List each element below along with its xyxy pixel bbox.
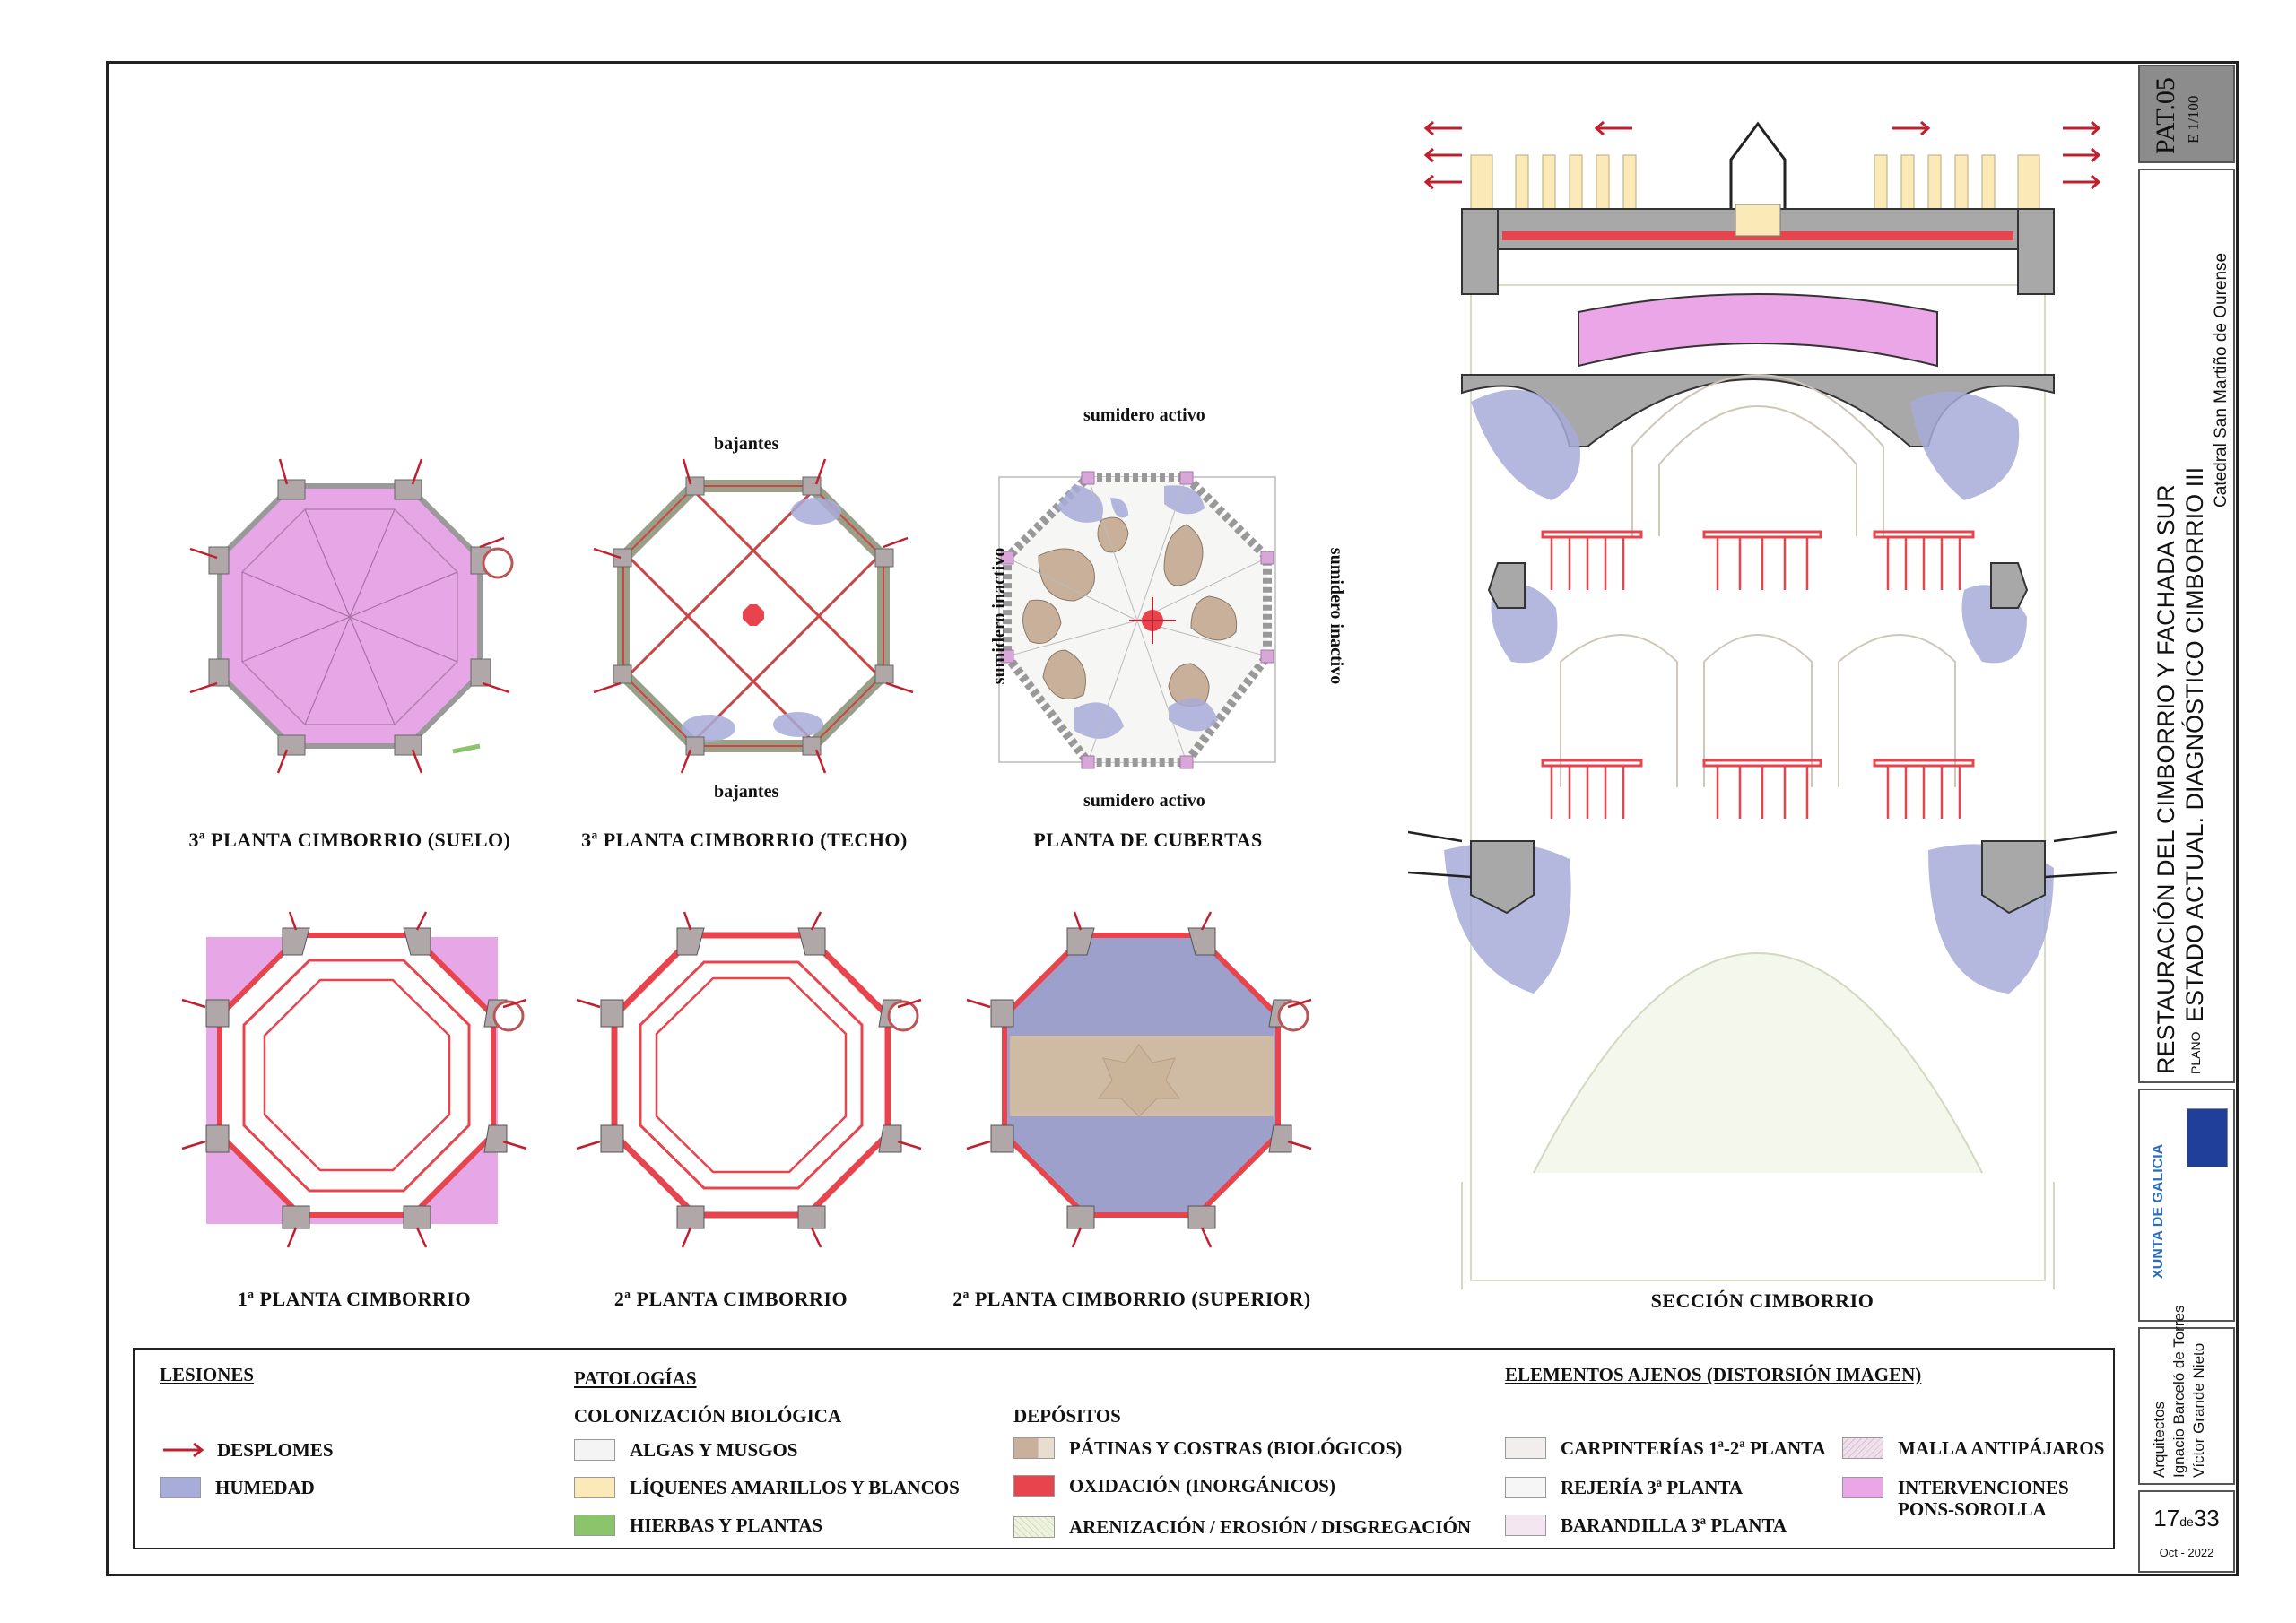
arquitecto-2: Víctor Grande Nieto	[2190, 1342, 2207, 1478]
catedral-name: Catedral San Martiño de Ourense	[2212, 252, 2231, 508]
intervenciones-label: INTERVENCIONES PONS-SOROLLA	[1898, 1477, 2069, 1520]
project-title: RESTAURACIÓN DEL CIMBORRIO Y FACHADA SUR	[2152, 484, 2179, 1074]
rejeria-swatch	[1505, 1477, 1546, 1498]
caption-2-superior: 2ª PLANTA CIMBORRIO (SUPERIOR)	[952, 1288, 1311, 1310]
desplomes-arrow-icon	[163, 1442, 204, 1458]
legend-ajenos-title: ELEMENTOS AJENOS (DISTORSIÓN IMAGEN)	[1505, 1364, 1922, 1385]
malla-label: MALLA ANTIPÁJAROS	[1898, 1437, 2105, 1459]
label-bajantes-bottom: bajantes	[714, 782, 779, 802]
plan-1-cimborrio	[181, 911, 527, 1248]
tb-architects-cell: Arquitectos Ignacio Barceló de Torres Ví…	[2138, 1306, 2235, 1485]
page-total: 33	[2193, 1505, 2220, 1532]
patinas-label: PÁTINAS Y COSTRAS (BIOLÓGICOS)	[1069, 1437, 1403, 1459]
humedad-label: HUMEDAD	[215, 1477, 315, 1498]
plan-3-techo	[593, 458, 914, 774]
title-block: PAT.05 E 1/100 RESTAURACIÓN DEL CIMBORRI…	[2138, 65, 2235, 1573]
legend-rejeria: REJERÍA 3ª PLANTA	[1505, 1477, 1743, 1498]
legend-malla: MALLA ANTIPÁJAROS	[1842, 1437, 2104, 1459]
caption-3-suelo: 3ª PLANTA CIMBORRIO (SUELO)	[188, 829, 511, 851]
label-sumidero-inactivo-left: sumidero inactivo	[989, 547, 1009, 685]
arenizacion-label: ARENIZACIÓN / EROSIÓN / DISGREGACIÓN	[1069, 1516, 1472, 1538]
drawing-sheet	[106, 61, 2239, 1576]
tb-code-cell: PAT.05 E 1/100	[2138, 65, 2235, 163]
algas-swatch	[574, 1439, 615, 1461]
barandilla-swatch	[1505, 1515, 1546, 1536]
legend-depositos-title: DEPÓSITOS	[1013, 1405, 1121, 1427]
caption-3-techo: 3ª PLANTA CIMBORRIO (TECHO)	[581, 829, 908, 851]
tb-title-cell: RESTAURACIÓN DEL CIMBORRIO Y FACHADA SUR…	[2138, 169, 2235, 1083]
intervenciones-swatch	[1842, 1477, 1883, 1498]
label-sumidero-inactivo-right: sumidero inactivo	[1326, 547, 1346, 685]
liquenes-swatch	[574, 1477, 615, 1498]
legend-arenizacion: ARENIZACIÓN / EROSIÓN / DISGREGACIÓN	[1013, 1516, 1471, 1538]
xunta-text: XUNTA DE GALICIA	[2151, 1143, 2166, 1279]
sheet-code: PAT.05	[2151, 77, 2180, 154]
legend-colonizacion-title: COLONIZACIÓN BIOLÓGICA	[574, 1405, 842, 1427]
sheet-date: Oct - 2022	[2159, 1546, 2214, 1559]
plan-cubiertas	[998, 471, 1276, 769]
legend-lesiones-title: LESIONES	[160, 1364, 255, 1385]
legend-algas: ALGAS Y MUSGOS	[574, 1439, 797, 1461]
legend-barandilla: BARANDILLA 3ª PLANTA	[1505, 1515, 1787, 1536]
label-sumidero-activo-bottom: sumidero activo	[1083, 791, 1205, 811]
legend-humedad: HUMEDAD	[160, 1477, 315, 1498]
legend-box: LESIONES DESPLOMES HUMEDAD PATOLOGÍAS CO…	[133, 1348, 2115, 1549]
plan-2-superior	[966, 911, 1312, 1248]
legend-liquenes: LÍQUENES AMARILLOS Y BLANCOS	[574, 1477, 960, 1498]
liquenes-label: LÍQUENES AMARILLOS Y BLANCOS	[630, 1477, 960, 1498]
page-number: 17de33	[2140, 1505, 2233, 1532]
legend-carpinterias: CARPINTERÍAS 1ª-2ª PLANTA	[1505, 1437, 1826, 1459]
malla-swatch	[1842, 1437, 1883, 1459]
oxidacion-swatch	[1013, 1475, 1055, 1497]
xunta-logo: XUNTA DE GALICIA	[2147, 1099, 2183, 1311]
barandilla-label: BARANDILLA 3ª PLANTA	[1561, 1515, 1787, 1536]
page-sep: de	[2179, 1515, 2194, 1529]
sheet-scale: E 1/100	[2185, 95, 2202, 143]
page-current: 17	[2153, 1505, 2180, 1532]
eu-flag-icon	[2187, 1108, 2228, 1167]
carpinterias-swatch	[1505, 1437, 1546, 1459]
tb-page-cell: 17de33 Oct - 2022	[2138, 1490, 2235, 1573]
plano-label: PLANO	[2188, 1031, 2203, 1074]
caption-1-planta: 1ª PLANTA CIMBORRIO	[237, 1288, 472, 1310]
legend-patinas: PÁTINAS Y COSTRAS (BIOLÓGICOS)	[1013, 1437, 1402, 1459]
hierbas-label: HIERBAS Y PLANTAS	[630, 1515, 823, 1536]
legend-intervenciones: INTERVENCIONES PONS-SOROLLA	[1842, 1477, 2095, 1520]
hierbas-swatch	[574, 1515, 615, 1536]
plan-2-cimborrio	[576, 911, 922, 1248]
desplomes-label: DESPLOMES	[217, 1439, 334, 1461]
legend-oxidacion: OXIDACIÓN (INORGÁNICOS)	[1013, 1475, 1335, 1497]
label-sumidero-activo-top: sumidero activo	[1083, 405, 1205, 425]
legend-patologias-title: PATOLOGÍAS	[574, 1367, 697, 1389]
arquitectos-label: Arquitectos	[2151, 1401, 2168, 1478]
oxidacion-label: OXIDACIÓN (INORGÁNICOS)	[1069, 1475, 1335, 1497]
plan-3-suelo	[189, 458, 514, 774]
arenizacion-swatch	[1013, 1516, 1055, 1538]
legend-hierbas: HIERBAS Y PLANTAS	[574, 1515, 822, 1536]
algas-label: ALGAS Y MUSGOS	[630, 1439, 798, 1461]
humedad-swatch	[160, 1477, 201, 1498]
caption-2-planta: 2ª PLANTA CIMBORRIO	[613, 1288, 848, 1310]
rejeria-label: REJERÍA 3ª PLANTA	[1561, 1477, 1744, 1498]
caption-cubiertas: PLANTA DE CUBERTAS	[1033, 829, 1263, 851]
seccion-cimborrio	[1408, 120, 2117, 1289]
legend-desplomes: DESPLOMES	[160, 1439, 334, 1461]
arquitecto-1: Ignacio Barceló de Torres	[2170, 1305, 2187, 1478]
plano-title: ESTADO ACTUAL. DIAGNÓSTICO CIMBORRIO III	[2181, 466, 2208, 1022]
carpinterias-label: CARPINTERÍAS 1ª-2ª PLANTA	[1561, 1437, 1826, 1459]
caption-seccion: SECCIÓN CIMBORRIO	[1650, 1289, 1874, 1312]
patinas-swatch	[1013, 1437, 1055, 1459]
label-bajantes-top: bajantes	[714, 434, 779, 454]
tb-logos-cell: XUNTA DE GALICIA	[2138, 1089, 2235, 1322]
